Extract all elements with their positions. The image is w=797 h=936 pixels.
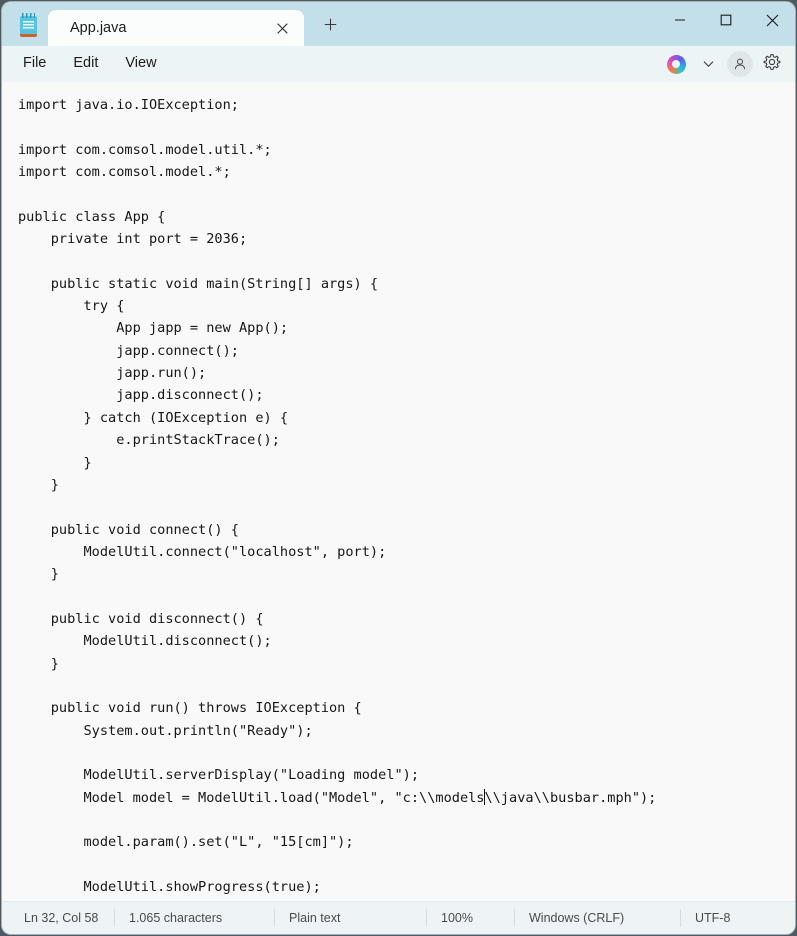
title-bar: App.java xyxy=(2,2,795,46)
settings-button[interactable] xyxy=(757,50,787,78)
menu-view[interactable]: View xyxy=(125,55,157,72)
copilot-button[interactable] xyxy=(661,50,691,78)
maximize-button[interactable] xyxy=(703,2,749,38)
code-before-caret: import java.io.IOException; import com.c… xyxy=(18,97,485,806)
text-editor[interactable]: import java.io.IOException; import com.c… xyxy=(2,82,795,901)
status-character-count: 1.065 characters xyxy=(114,909,274,927)
code-after-caret: \\java\\busbar.mph"); model.param().set(… xyxy=(83,789,657,896)
menu-edit[interactable]: Edit xyxy=(73,55,99,72)
text-caret xyxy=(483,788,486,805)
status-cursor-position[interactable]: Ln 32, Col 58 xyxy=(24,911,99,925)
status-line-endings[interactable]: Windows (CRLF) xyxy=(514,909,680,927)
chevron-down-icon xyxy=(703,55,714,73)
close-button[interactable] xyxy=(749,2,795,38)
status-file-type[interactable]: Plain text xyxy=(274,909,426,927)
status-encoding[interactable]: UTF-8 xyxy=(680,909,780,927)
plus-icon xyxy=(324,18,337,36)
menu-bar: File Edit View xyxy=(2,46,795,82)
window-controls xyxy=(657,2,795,38)
tab-title: App.java xyxy=(70,20,127,36)
notepad-icon xyxy=(18,13,40,37)
tab-app-java[interactable]: App.java xyxy=(48,10,304,46)
account-button[interactable] xyxy=(725,50,755,78)
new-tab-button[interactable] xyxy=(312,11,348,43)
menu-bar-actions xyxy=(661,46,787,82)
close-icon[interactable] xyxy=(268,14,296,42)
avatar xyxy=(727,51,753,77)
gear-icon xyxy=(763,53,781,76)
status-zoom-level[interactable]: 100% xyxy=(426,909,514,927)
copilot-dropdown-button[interactable] xyxy=(693,50,723,78)
code-content: import java.io.IOException; import com.c… xyxy=(18,94,795,901)
minimize-button[interactable] xyxy=(657,2,703,38)
tab-strip: App.java xyxy=(48,2,348,46)
account-person-icon xyxy=(734,58,746,70)
menu-file[interactable]: File xyxy=(23,55,47,72)
status-bar: Ln 32, Col 58 1.065 characters Plain tex… xyxy=(2,901,795,934)
copilot-icon xyxy=(666,54,686,74)
